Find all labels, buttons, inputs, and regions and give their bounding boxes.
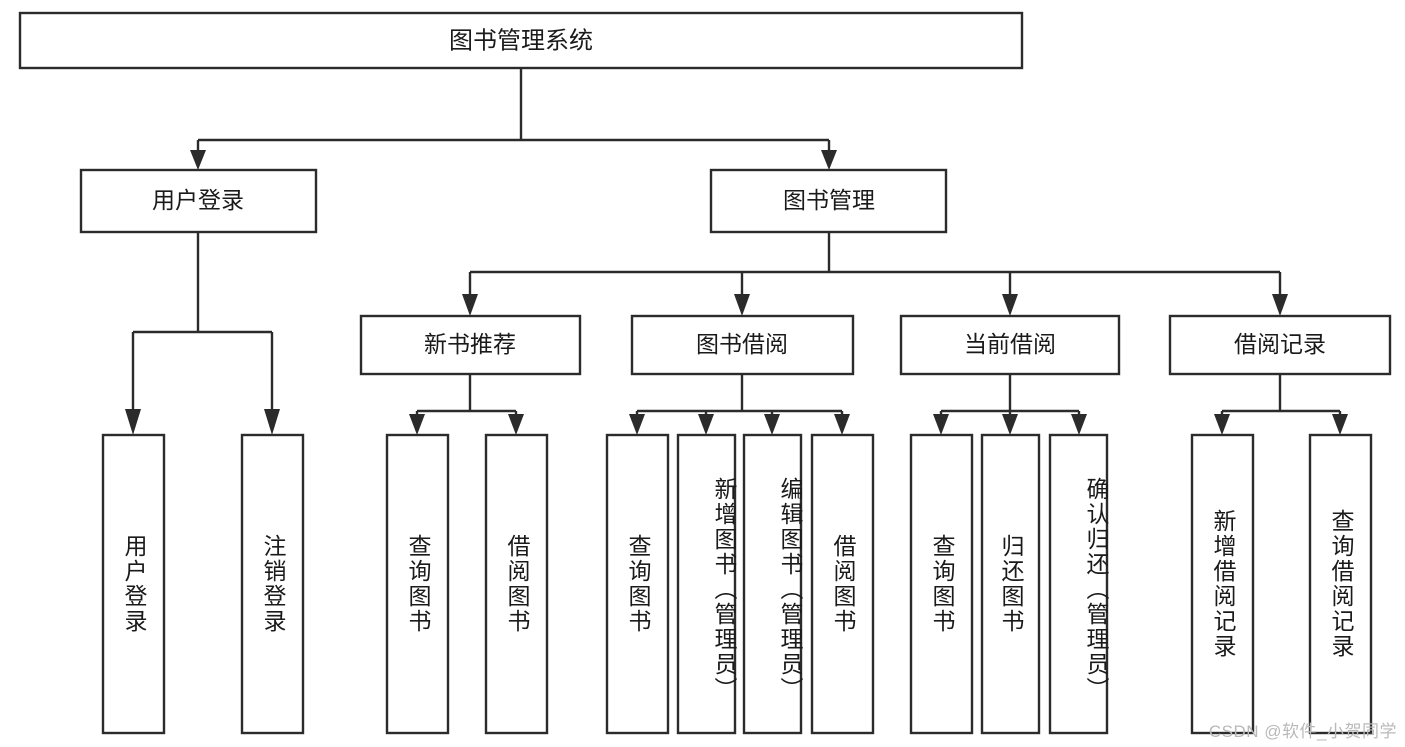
node-label: 新书推荐: [424, 331, 516, 357]
arrow-head-icon: [462, 294, 478, 316]
csdn-watermark: CSDN @软件_小贺同学: [1208, 722, 1397, 741]
node-box: [899, 314, 1121, 376]
node-book-management[interactable]: 图书管理: [709, 168, 948, 234]
arrow-head-icon: [821, 150, 837, 170]
arrow-head-icon: [125, 409, 141, 435]
leaf-box[interactable]: [240, 433, 305, 735]
arrow-head-icon: [190, 150, 206, 170]
leaf-box[interactable]: [676, 433, 737, 735]
arrow-head-icon: [1214, 414, 1230, 435]
leaf-box[interactable]: [980, 433, 1041, 735]
arrow-head-icon: [834, 414, 850, 435]
leaf-box[interactable]: [605, 433, 670, 735]
arrow-head-icon: [1071, 414, 1087, 435]
node-label: 用户登录: [152, 187, 244, 213]
node-user-login[interactable]: 用户登录: [79, 168, 318, 234]
connector-records-to-leaves: [1214, 374, 1348, 435]
node-root-book-management-system[interactable]: 图书管理系统: [18, 11, 1024, 70]
node-label: 当前借阅: [964, 331, 1056, 357]
node-box: [18, 11, 1024, 70]
node-book-borrow[interactable]: 图书借阅: [630, 314, 855, 376]
connector-bookmgmt-to-level3: [462, 232, 1288, 316]
arrow-head-icon: [508, 414, 524, 435]
arrow-head-icon: [264, 409, 280, 435]
node-label: 图书管理系统: [449, 27, 593, 54]
leaf-box[interactable]: [1308, 433, 1373, 735]
arrow-head-icon: [1002, 414, 1018, 435]
leaf-box[interactable]: [1190, 433, 1255, 735]
arrow-head-icon: [764, 414, 780, 435]
arrow-head-icon: [734, 294, 750, 316]
leaf-box[interactable]: [1048, 433, 1109, 735]
node-box: [359, 314, 582, 376]
leaf-box[interactable]: [385, 433, 450, 735]
connector-root-to-level2: [190, 68, 837, 170]
arrow-head-icon: [1272, 294, 1288, 316]
node-box: [709, 168, 948, 234]
node-box: [79, 168, 318, 234]
leaf-box[interactable]: [909, 433, 974, 735]
node-label: 图书借阅: [696, 331, 788, 357]
arrow-head-icon: [1002, 294, 1018, 316]
arrow-head-icon: [629, 414, 645, 435]
arrow-head-icon: [698, 414, 714, 435]
node-label: 图书管理: [783, 187, 875, 213]
leaf-box[interactable]: [484, 433, 549, 735]
node-current-borrow[interactable]: 当前借阅: [899, 314, 1121, 376]
node-box: [630, 314, 855, 376]
arrow-head-icon: [933, 414, 949, 435]
connector-userlogin-to-leaves: [125, 232, 280, 435]
node-box: [1168, 314, 1392, 376]
leaf-box[interactable]: [742, 433, 803, 735]
node-borrow-records[interactable]: 借阅记录: [1168, 314, 1392, 376]
connector-current-to-leaves: [933, 374, 1087, 435]
connector-borrow-to-leaves: [629, 374, 850, 435]
node-new-book-recommend[interactable]: 新书推荐: [359, 314, 582, 376]
arrow-head-icon: [1332, 414, 1348, 435]
node-label: 借阅记录: [1234, 331, 1326, 357]
arrow-head-icon: [409, 414, 425, 435]
connector-newbook-to-leaves: [409, 374, 524, 435]
leaf-box[interactable]: [810, 433, 875, 735]
leaf-box[interactable]: [101, 433, 166, 735]
